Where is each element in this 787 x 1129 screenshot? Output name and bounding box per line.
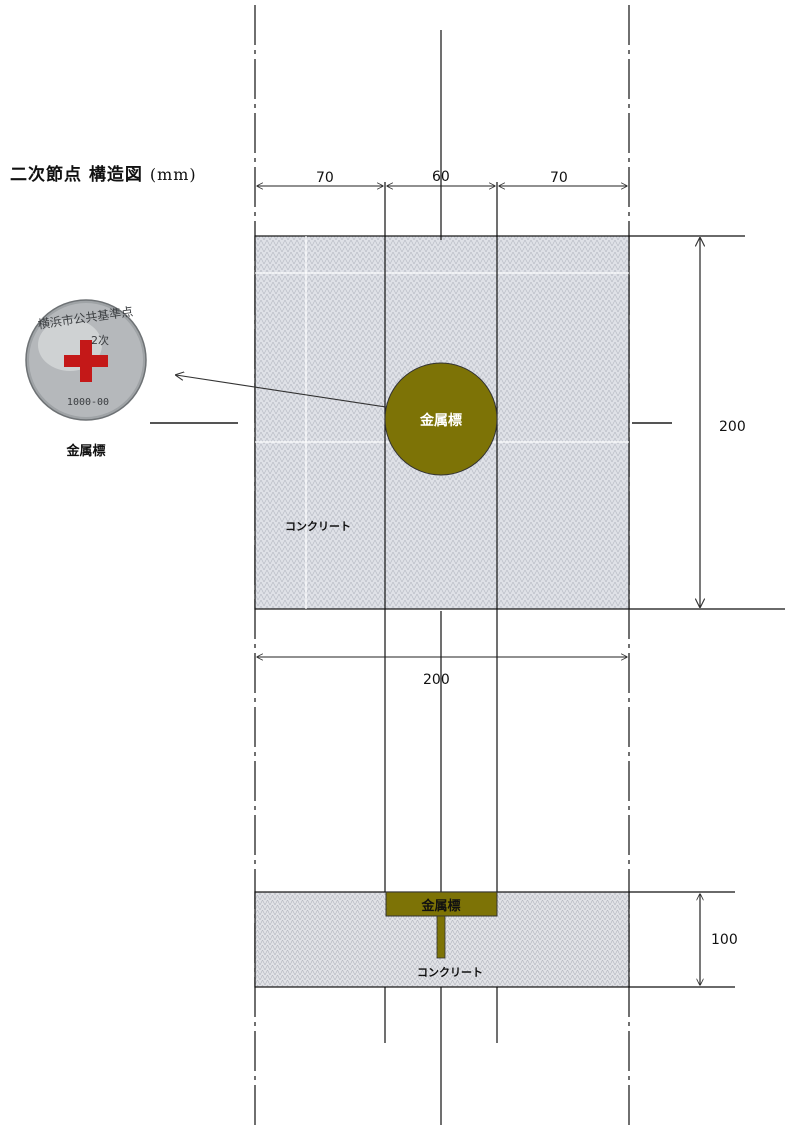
width-dimension-label: 200 bbox=[423, 672, 450, 688]
medallion-subtext: 2次 bbox=[91, 333, 109, 347]
top-dim-right-label: 70 bbox=[550, 170, 568, 186]
metal-marker-label: 金属標 bbox=[419, 412, 462, 429]
metal-marker-circle bbox=[384, 362, 498, 476]
page-title: 二次節点 構造図 (mm) bbox=[10, 160, 197, 185]
metal-marker-medallion: 横浜市公共基準点 2次 1000-00 bbox=[25, 299, 147, 421]
top-dim-left-label: 70 bbox=[316, 170, 334, 186]
concrete-section-label: コンクリート bbox=[417, 966, 483, 979]
section-height-dimension-label: 100 bbox=[711, 932, 738, 948]
height-dimension-label: 200 bbox=[719, 419, 746, 435]
top-dim-middle-label: 60 bbox=[432, 169, 450, 185]
leader-arrow bbox=[176, 375, 387, 408]
concrete-plan-label: コンクリート bbox=[285, 520, 351, 533]
medallion-number: 1000-00 bbox=[67, 397, 109, 408]
medallion-caption: 金属標 bbox=[65, 443, 105, 459]
section-marker-label: 金属標 bbox=[420, 898, 460, 914]
section-marker-stem bbox=[436, 915, 446, 959]
section-marker-head bbox=[385, 891, 498, 917]
page-title-main: 二次節点 構造図 bbox=[10, 165, 143, 185]
page-title-unit: (mm) bbox=[149, 165, 197, 184]
